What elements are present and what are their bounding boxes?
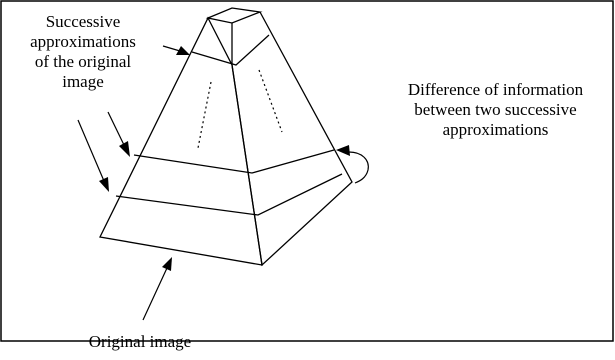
pyramid-level-top <box>191 34 270 66</box>
label-line: approximations <box>30 32 136 51</box>
arrowhead-base <box>162 257 172 271</box>
dotted-line-left <box>197 81 212 149</box>
arrowhead-top-level <box>176 46 190 55</box>
pyramid-level-lower <box>115 173 343 216</box>
pyramid-top-cap <box>205 7 263 24</box>
arrow-to-base <box>142 267 168 321</box>
arrow-to-lower-level <box>77 119 105 182</box>
label-line: of the original <box>34 52 132 71</box>
pyramid-level-middle <box>133 149 335 174</box>
arrowhead-middle-level <box>119 141 130 157</box>
pyramid-right-face <box>231 11 353 267</box>
label-line: approximations <box>442 120 549 139</box>
label-original-image: Original image <box>88 332 192 351</box>
label-line: image <box>62 72 104 91</box>
arrow-to-middle-level <box>107 111 125 146</box>
frame-border <box>0 0 614 342</box>
label-line: Difference of information <box>407 80 584 99</box>
label-difference-of-information: Difference of information between two su… <box>378 80 613 140</box>
arrow-to-top-level <box>162 45 181 52</box>
dotted-line-right <box>258 69 283 133</box>
arrowhead-difference <box>336 145 350 156</box>
label-line: Successive <box>45 12 121 31</box>
label-successive-approximations: Successive approximations of the origina… <box>8 12 158 92</box>
label-line: between two successive <box>414 100 577 119</box>
arrowhead-lower-level <box>99 177 109 192</box>
curved-arrow-difference <box>348 151 369 184</box>
